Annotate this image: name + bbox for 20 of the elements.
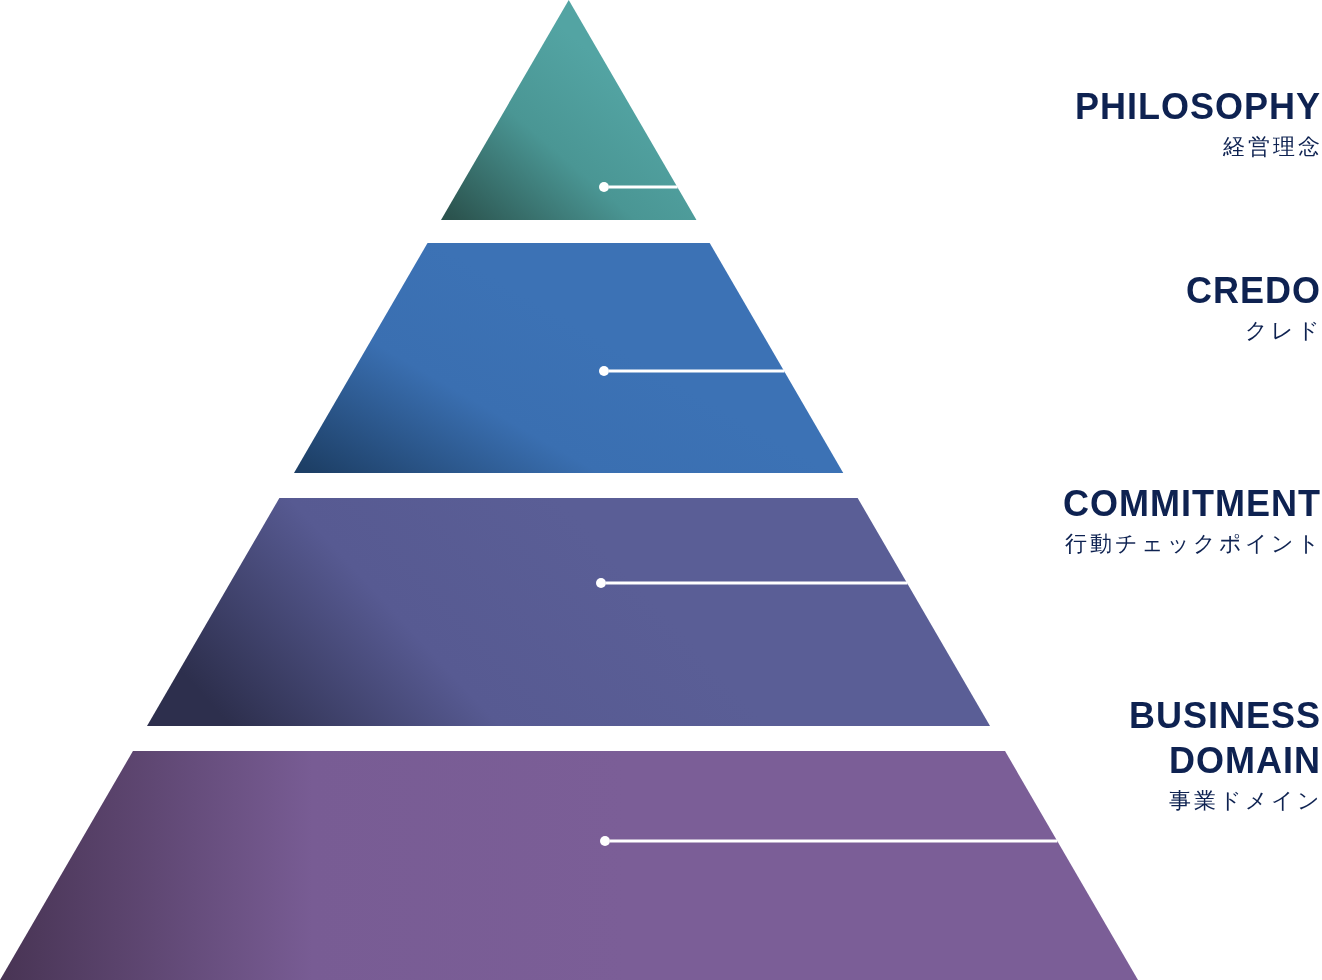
level-title: BUSINESS DOMAIN (1127, 694, 1321, 783)
anchor-dot (596, 578, 606, 588)
level-subtitle: 経営理念 (1223, 133, 1322, 161)
level-title: COMMITMENT (1063, 482, 1321, 526)
leader-line (610, 839, 1058, 843)
leader-line (609, 369, 785, 373)
pyramid-top-tier (441, 0, 697, 220)
anchor-dot (599, 366, 609, 376)
leader-line (609, 185, 678, 189)
level-title: PHILOSOPHY (1074, 85, 1321, 129)
anchor-dot (599, 182, 609, 192)
level-subtitle: 事業ドメイン (1169, 787, 1322, 815)
leader-line (606, 581, 908, 585)
level-subtitle: 行動チェックポイント (1065, 530, 1322, 558)
level-subtitle: クレド (1245, 317, 1322, 345)
pyramid-tier (294, 243, 844, 473)
level-title: CREDO (1186, 269, 1321, 313)
pyramid-tier (0, 751, 1138, 980)
anchor-dot (600, 836, 610, 846)
pyramid-tier (147, 498, 991, 726)
